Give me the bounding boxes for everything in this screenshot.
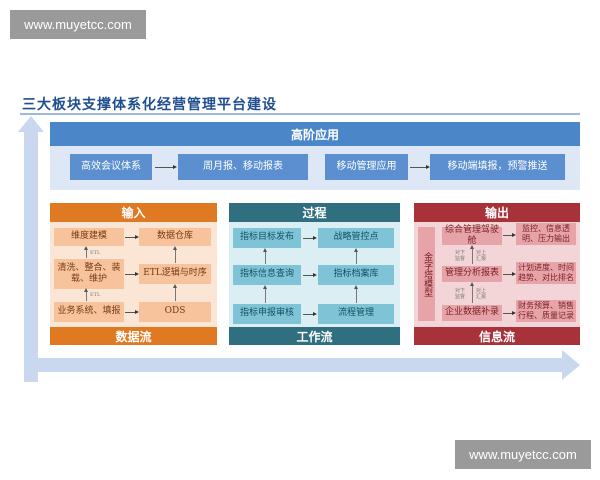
arrow: [303, 273, 317, 277]
input-item: ETL逻辑与时序: [139, 264, 211, 284]
arrow: [173, 284, 177, 301]
pyramid-model: 金字塔模型: [418, 227, 435, 321]
arrow: [503, 272, 516, 276]
arrow: [503, 311, 516, 315]
input-item: 清洗、整合、装载、维护: [54, 259, 124, 289]
up-label: 对上汇报: [476, 288, 487, 300]
horizontal-arrow: [24, 358, 564, 372]
arrow: [410, 165, 430, 169]
arrow: [354, 248, 358, 264]
etl-label: ETL: [90, 250, 101, 256]
output-item: 管理分析报表: [442, 266, 502, 282]
output-header: 输出: [414, 203, 580, 222]
output-item: 监控、信息透明、压力输出: [516, 223, 576, 245]
input-header: 输入: [50, 203, 217, 222]
vertical-arrow: [24, 130, 38, 382]
process-header: 过程: [229, 203, 400, 222]
top-header: 高阶应用: [50, 122, 580, 146]
arrow: [470, 282, 474, 303]
title-underline: [20, 113, 580, 115]
top-item: 周月报、移动报表: [178, 154, 308, 180]
process-item: 指标信息查询: [233, 265, 301, 285]
process-item: 流程管理: [318, 304, 394, 324]
arrow: [303, 236, 317, 240]
arrow: [84, 246, 88, 258]
arrow: [503, 233, 516, 237]
input-item: 数据仓库: [139, 228, 211, 246]
process-item: 战略管控点: [318, 228, 394, 248]
arrow: [155, 165, 177, 169]
etl-label: ETL: [90, 292, 101, 298]
horizontal-arrow-head: [562, 350, 580, 380]
arrow: [125, 235, 139, 239]
process-item: 指标目标发布: [233, 228, 301, 248]
output-footer: 信息流: [414, 327, 580, 345]
input-item: 维度建模: [54, 228, 124, 246]
up-label: 对上汇报: [476, 250, 487, 262]
top-item: 移动端填报，预警推送: [430, 154, 565, 180]
arrow: [84, 288, 88, 301]
output-item: 计划进度、时间趋势、对比排名: [516, 262, 576, 284]
watermark-top: www.muyetcc.com: [10, 10, 146, 39]
top-item: 移动管理应用: [325, 154, 408, 180]
vertical-arrow-head: [18, 116, 44, 132]
down-label: 对下监督: [455, 250, 466, 262]
arrow: [173, 246, 177, 263]
process-item: 指标申报审核: [233, 304, 301, 324]
output-item: 综合管理驾驶舱: [442, 225, 502, 246]
arrow: [263, 248, 267, 264]
input-item: 业务系统、填报: [54, 302, 124, 322]
arrow: [125, 272, 139, 276]
input-item: ODS: [139, 302, 211, 322]
process-footer: 工作流: [229, 327, 400, 345]
diagram-title: 三大板块支撑体系化经营管理平台建设: [22, 97, 277, 113]
input-footer: 数据流: [50, 327, 217, 345]
arrow: [263, 285, 267, 303]
process-item: 指标档案库: [318, 265, 394, 285]
down-label: 对下监督: [455, 288, 466, 300]
output-item: 财务预算、销售行程、质量记录: [516, 300, 576, 322]
watermark-bottom: www.muyetcc.com: [455, 440, 591, 469]
top-item: 高效会议体系: [70, 154, 152, 180]
arrow: [125, 310, 139, 314]
arrow: [303, 312, 317, 316]
output-item: 企业数据补录: [442, 305, 502, 321]
arrow: [470, 245, 474, 264]
arrow: [354, 285, 358, 303]
